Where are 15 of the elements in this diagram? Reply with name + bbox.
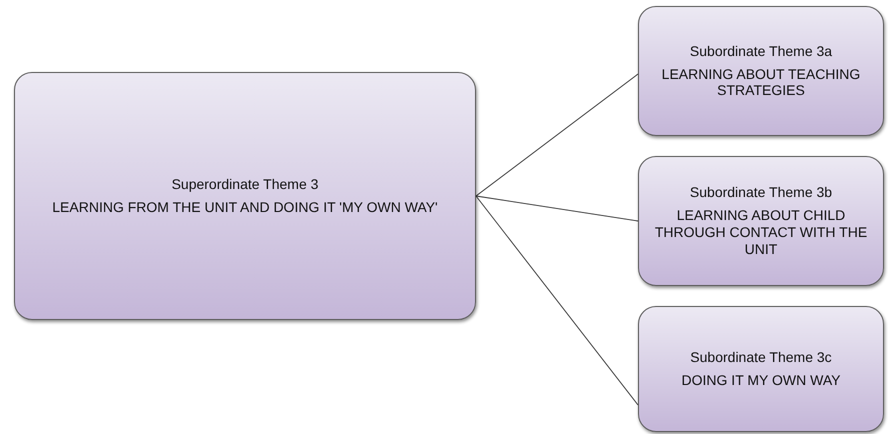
theme-box [14, 72, 476, 320]
theme-title: LEARNING FROM THE UNIT AND DOING IT 'MY OWN WAY' [52, 199, 438, 216]
theme-title: LEARNING ABOUT TEACHING STRATEGIES [660, 66, 862, 100]
connector-line [476, 196, 638, 222]
subtheme-box [638, 6, 884, 136]
theme-heading: Subordinate Theme 3a [690, 42, 832, 60]
theme-heading: Subordinate Theme 3c [690, 349, 832, 366]
theme-title: LEARNING ABOUT CHILD THROUGH CONTACT WITH THE UNIT [654, 207, 868, 258]
connector-line [476, 196, 638, 406]
connector-line [476, 74, 638, 196]
subtheme-box [638, 306, 884, 432]
theme-heading: Superordinate Theme 3 [172, 176, 318, 193]
subtheme-box [638, 156, 884, 286]
theme-title: DOING IT MY OWN WAY [682, 372, 840, 389]
theme-heading: Subordinate Theme 3b [690, 184, 832, 202]
